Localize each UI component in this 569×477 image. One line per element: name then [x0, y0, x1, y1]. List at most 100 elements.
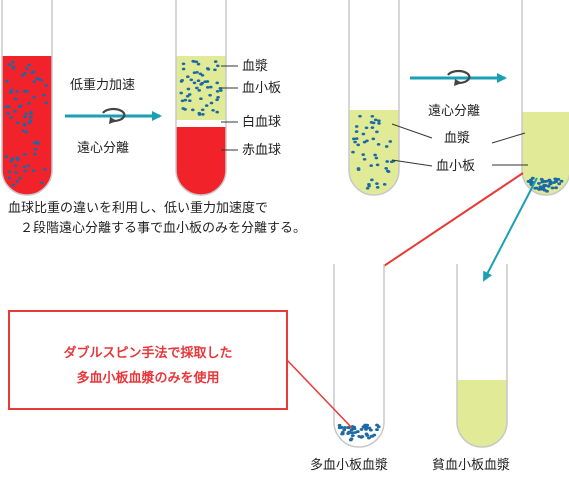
- platelet-dot: [33, 152, 37, 156]
- platelet-dot: [192, 81, 197, 85]
- platelet-dot: [377, 122, 381, 125]
- platelet-dot: [44, 84, 48, 87]
- platelet-dot: [33, 147, 38, 151]
- platelet-dot: [554, 186, 558, 190]
- platelet-dot: [353, 431, 357, 434]
- platelet-dot: [206, 67, 211, 71]
- platelet-dot: [371, 137, 376, 141]
- callout-line2: 多血小板血漿のみを使用: [76, 371, 220, 386]
- platelet-dot: [215, 81, 219, 85]
- platelet-dot: [17, 105, 22, 109]
- platelet-dot: [540, 180, 545, 184]
- platelet-dot: [213, 60, 218, 63]
- platelet-dot: [24, 67, 29, 70]
- arrow-to-ppp: [483, 177, 538, 282]
- callout-box: ダブルスピン手法で採取した 多血小板血漿のみを使用: [8, 310, 288, 410]
- platelet-dot: [365, 423, 370, 427]
- platelet-dot: [373, 153, 377, 157]
- tube2-buffy-layer: [176, 120, 226, 127]
- tube3-outline: [348, 0, 400, 196]
- platelet-dot: [385, 160, 390, 163]
- platelet-dot: [13, 109, 17, 113]
- platelet-dot: [189, 78, 194, 82]
- platelet-dot: [186, 87, 191, 91]
- platelet-dot: [213, 68, 217, 72]
- platelet-dot: [384, 145, 389, 148]
- platelet-dot: [371, 121, 376, 125]
- platelet-dot: [28, 115, 33, 119]
- platelet-dot: [23, 115, 27, 119]
- label-plasma-2: 血漿: [444, 131, 471, 146]
- platelet-dot: [539, 177, 544, 181]
- platelet-dot: [201, 113, 205, 116]
- platelet-dot: [196, 79, 201, 83]
- platelet-dot: [30, 71, 34, 75]
- tube1-platelet-dots: [4, 60, 48, 187]
- platelet-dot: [365, 139, 369, 143]
- platelet-dot: [370, 434, 375, 438]
- platelet-dot: [13, 164, 18, 168]
- platelet-dot: [179, 91, 183, 95]
- platelet-dot: [27, 121, 32, 125]
- platelet-dot: [27, 63, 32, 67]
- platelet-dot: [7, 63, 12, 66]
- platelet-dot: [559, 179, 564, 183]
- platelet-dot: [369, 164, 374, 167]
- platelet-dot: [375, 428, 379, 432]
- tube-whole-blood: [1, 0, 53, 196]
- platelet-dot: [31, 169, 36, 173]
- platelet-dot: [200, 108, 205, 112]
- platelet-dot: [10, 157, 15, 160]
- step2-label: 遠心分離: [428, 104, 481, 119]
- platelet-dot: [370, 178, 374, 182]
- platelet-dot: [9, 159, 14, 163]
- platelet-dot: [195, 86, 199, 90]
- platelet-dot: [35, 140, 40, 144]
- platelet-dot: [192, 71, 197, 75]
- platelet-dot: [359, 435, 364, 439]
- platelet-dot: [350, 431, 354, 435]
- platelet-dot: [538, 185, 543, 189]
- platelet-dot: [196, 62, 201, 66]
- tube-after-first-spin: [175, 0, 238, 196]
- platelet-dot: [361, 153, 366, 156]
- tube2-red-layer: [176, 127, 226, 195]
- platelet-dot: [11, 60, 15, 64]
- platelet-dot: [186, 75, 190, 79]
- platelet-dot: [219, 89, 223, 92]
- platelet-dot: [367, 182, 371, 186]
- platelet-dot: [204, 104, 209, 107]
- platelet-dot: [43, 168, 47, 171]
- platelet-dot: [544, 179, 549, 183]
- platelet-dot: [197, 113, 202, 116]
- platelet-dot: [339, 425, 344, 429]
- platelet-dot: [215, 89, 220, 93]
- platelet-dot: [342, 428, 347, 432]
- platelet-dot: [530, 176, 535, 180]
- tube5-pellet-dots: [337, 423, 381, 442]
- platelet-dot: [181, 62, 186, 66]
- platelet-dot: [375, 163, 380, 167]
- platelet-dot: [358, 114, 362, 118]
- platelet-dot: [24, 112, 28, 116]
- platelet-dot: [370, 126, 375, 129]
- platelet-dot: [340, 432, 344, 436]
- platelet-dot: [15, 180, 19, 183]
- platelet-dot: [40, 181, 44, 185]
- platelet-dot: [386, 170, 391, 173]
- platelet-dot: [24, 90, 28, 93]
- platelet-dot: [44, 101, 48, 104]
- platelet-dot: [15, 90, 19, 93]
- platelet-dot: [37, 77, 41, 81]
- platelet-dot: [377, 119, 381, 123]
- label-plasma: 血漿: [242, 59, 269, 74]
- platelet-dot: [11, 183, 15, 187]
- platelet-dot: [216, 95, 220, 99]
- platelet-dot: [534, 186, 539, 190]
- platelet-dot: [365, 186, 370, 190]
- platelet-dot: [27, 101, 31, 105]
- platelet-dot: [364, 432, 369, 436]
- platelet-dot: [376, 425, 381, 429]
- rotate-arrow-icon: [447, 69, 471, 86]
